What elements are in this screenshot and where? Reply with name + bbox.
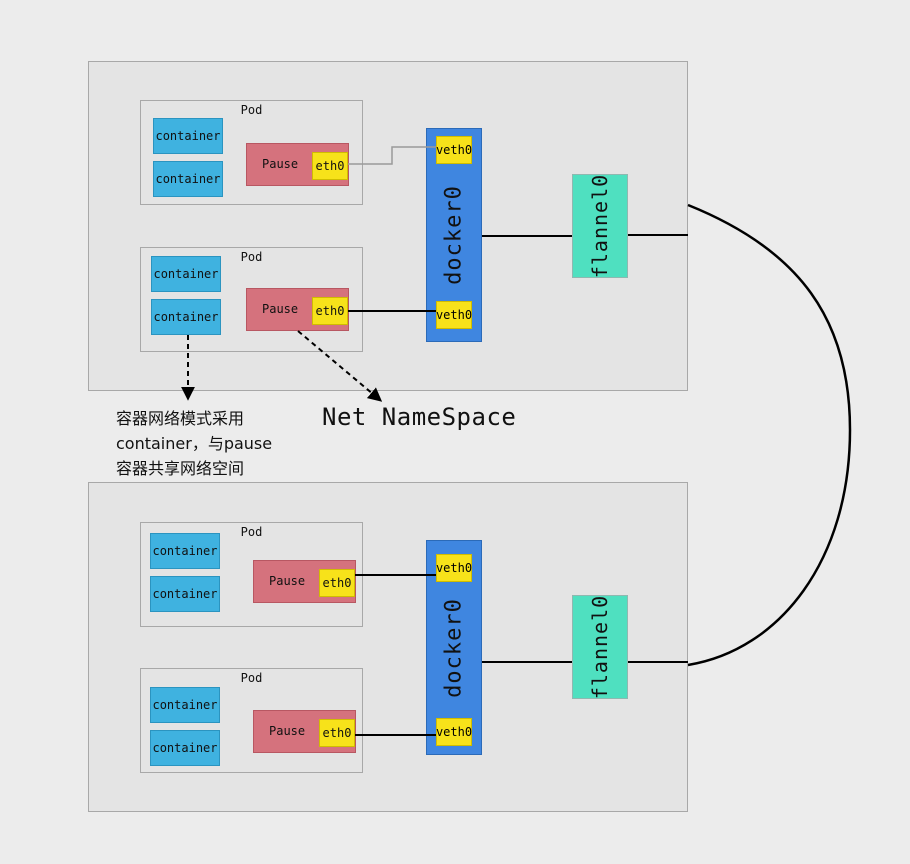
veth0-interface: veth0 bbox=[436, 301, 472, 329]
veth0-interface: veth0 bbox=[436, 718, 472, 746]
veth0-interface: veth0 bbox=[436, 554, 472, 582]
eth0-interface: eth0 bbox=[312, 152, 348, 180]
pod-2-1: Pod container container Pause eth0 bbox=[140, 522, 363, 627]
pause-label: Pause bbox=[262, 157, 299, 171]
eth0-interface: eth0 bbox=[319, 569, 355, 597]
pause-label: Pause bbox=[269, 724, 306, 738]
pod-label: Pod bbox=[240, 250, 263, 264]
pause-box: Pause eth0 bbox=[253, 710, 356, 753]
container-mode-note: 容器网络模式采用 container，与pause 容器共享网络空间 bbox=[116, 406, 272, 481]
pause-box: Pause eth0 bbox=[253, 560, 356, 603]
pod-1-2: Pod container container Pause eth0 bbox=[140, 247, 363, 352]
note-line: 容器网络模式采用 bbox=[116, 409, 245, 428]
container-box: container bbox=[151, 299, 221, 335]
eth0-interface: eth0 bbox=[319, 719, 355, 747]
overlay-link-curve bbox=[687, 203, 852, 667]
container-box: container bbox=[150, 533, 220, 569]
container-box: container bbox=[150, 576, 220, 612]
pod-label: Pod bbox=[240, 525, 263, 539]
container-box: container bbox=[153, 118, 223, 154]
container-box: container bbox=[150, 730, 220, 766]
note-line: 容器共享网络空间 bbox=[116, 459, 245, 478]
flannel0-interface: flannel0 bbox=[572, 595, 628, 699]
pause-box: Pause eth0 bbox=[246, 143, 349, 186]
pod-label: Pod bbox=[240, 671, 263, 685]
container-box: container bbox=[153, 161, 223, 197]
docker0-bridge: veth0 docker0 veth0 bbox=[426, 128, 482, 342]
eth0-interface: eth0 bbox=[312, 297, 348, 325]
pause-label: Pause bbox=[262, 302, 299, 316]
pod-2-2: Pod container container Pause eth0 bbox=[140, 668, 363, 773]
wire-eth0-to-veth0 bbox=[348, 146, 436, 165]
pause-label: Pause bbox=[269, 574, 306, 588]
pod-1-1: Pod container container Pause eth0 bbox=[140, 100, 363, 205]
veth0-interface: veth0 bbox=[436, 136, 472, 164]
container-box: container bbox=[150, 687, 220, 723]
note-line: container，与pause bbox=[116, 434, 273, 453]
container-box: container bbox=[151, 256, 221, 292]
pause-box: Pause eth0 bbox=[246, 288, 349, 331]
net-namespace-label: Net NameSpace bbox=[322, 403, 517, 431]
dashed-arrow-to-netns bbox=[297, 330, 383, 402]
pod-label: Pod bbox=[240, 103, 263, 117]
flannel0-interface: flannel0 bbox=[572, 174, 628, 278]
